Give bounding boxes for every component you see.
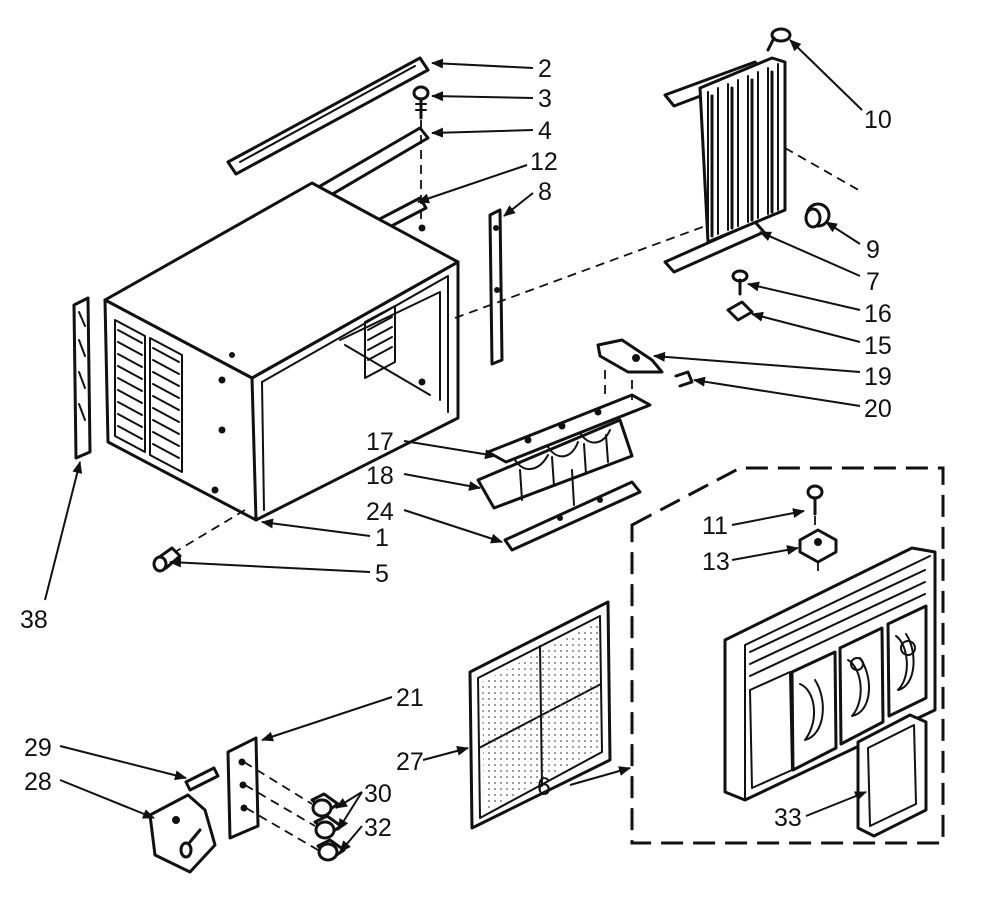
part-17-shroud [486, 393, 652, 464]
part-2-top-rail [226, 56, 430, 176]
part-3-screw [412, 85, 430, 120]
callout-33: 33 [774, 804, 802, 832]
part-18-blower-housing [476, 418, 634, 510]
callout-29: 29 [24, 734, 52, 762]
callout-5: 5 [375, 560, 389, 588]
part-16-screw [731, 269, 749, 296]
callout-9: 9 [866, 236, 880, 264]
cabinet-louvers [114, 319, 183, 473]
callout-30: 30 [364, 780, 392, 808]
part-27-filter [468, 600, 612, 830]
part-19-bracket [596, 338, 664, 374]
part-13-clip [798, 528, 838, 564]
part-1-cabinet [103, 181, 460, 522]
callout-11: 11 [702, 512, 728, 540]
callout-19: 19 [864, 363, 892, 391]
callout-3: 3 [538, 85, 552, 113]
callout-38: 38 [20, 606, 48, 634]
callout-7: 7 [866, 268, 880, 296]
callout-4: 4 [538, 117, 552, 145]
callout-27: 27 [396, 748, 424, 776]
part-9-plug [804, 202, 831, 229]
leader-lines [44, 39, 867, 853]
callout-17: 17 [366, 428, 394, 456]
part-7-condenser-grille [663, 56, 787, 274]
part-15-clip [726, 300, 754, 322]
part-11-screw [806, 484, 824, 516]
part-28-bracket [148, 793, 217, 874]
part-24-bottom-rail [503, 480, 642, 552]
callout-12: 12 [530, 148, 558, 176]
callout-13: 13 [702, 548, 730, 576]
callout-6: 6 [537, 773, 551, 801]
callout-labels: 2 3 4 12 8 10 9 7 16 15 19 20 17 18 24 1… [20, 55, 892, 842]
part-33-escutcheon [856, 713, 928, 838]
callout-24: 24 [366, 498, 394, 526]
callout-1: 1 [375, 524, 389, 552]
callout-2: 2 [538, 55, 552, 83]
part-21-control-plate [226, 736, 260, 840]
part-20-clip [674, 370, 694, 388]
callout-28: 28 [24, 768, 52, 796]
callout-10: 10 [864, 106, 892, 134]
callout-18: 18 [366, 462, 394, 490]
part-8-vertical-bracket [488, 208, 504, 366]
callout-15: 15 [864, 332, 892, 360]
part-5-screw [152, 546, 182, 573]
callout-20: 20 [864, 395, 892, 423]
part-10-screw [766, 27, 792, 52]
part-6-front-panel-group [630, 466, 945, 845]
part-30-knob [310, 792, 340, 818]
callout-32: 32 [364, 814, 392, 842]
callout-16: 16 [864, 300, 892, 328]
part-32-knob [316, 838, 346, 862]
part-38-seal-strip [72, 296, 92, 460]
callout-21: 21 [396, 684, 424, 712]
part-30-knob-2 [313, 814, 343, 840]
part-29-shaft [184, 766, 220, 792]
callout-8: 8 [538, 178, 552, 206]
